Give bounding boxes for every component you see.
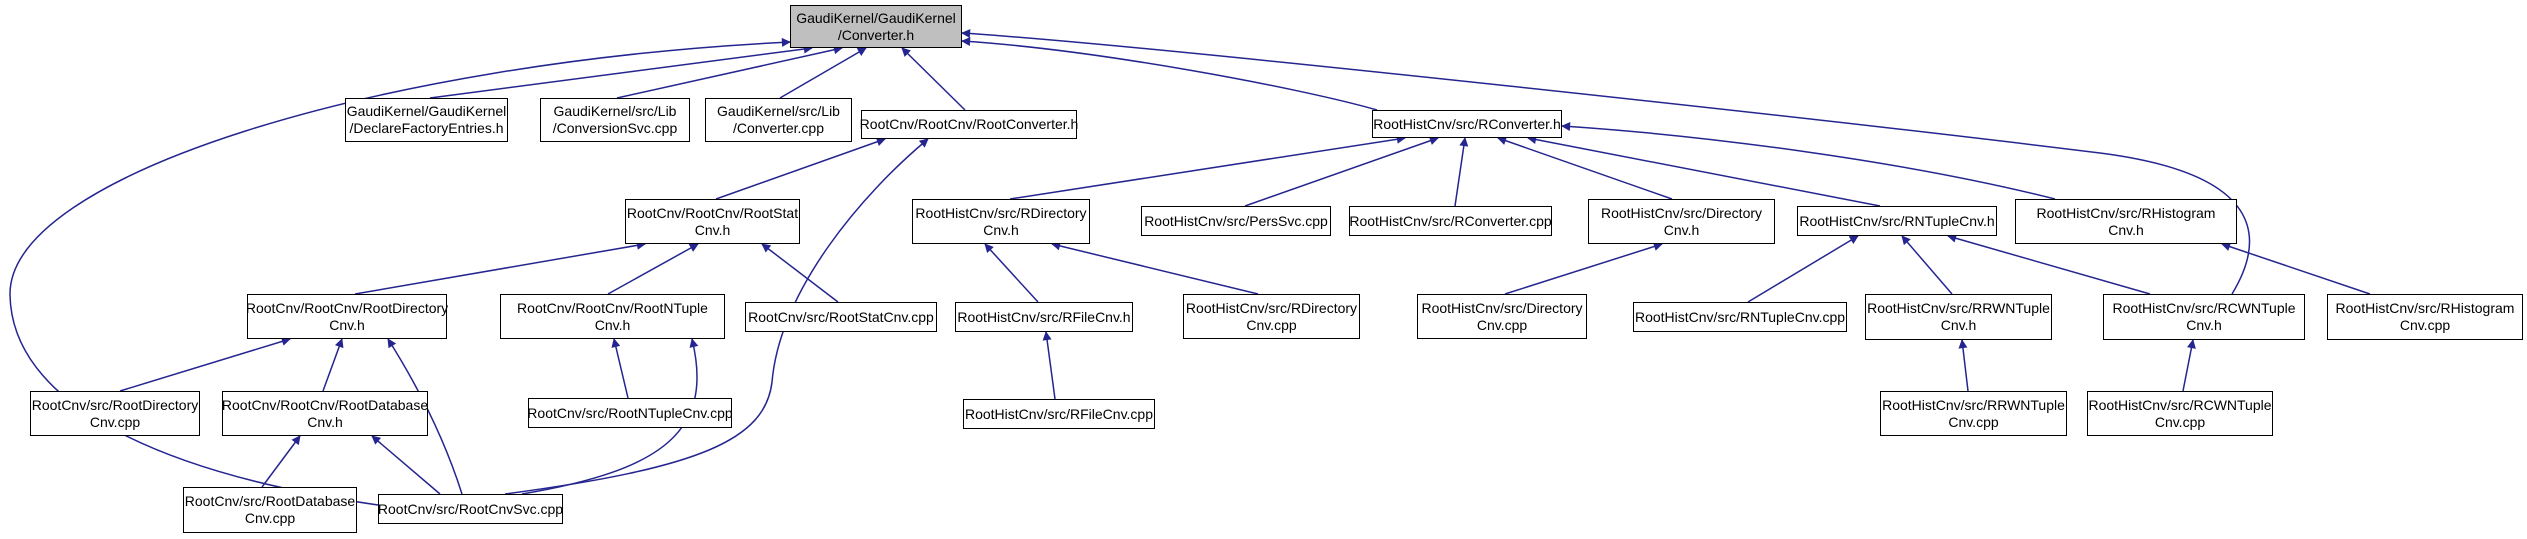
node-converter_cpp[interactable]: GaudiKernel/src/Lib /Converter.cpp (705, 98, 852, 142)
edge-rootdatabasecnv_h-to-rootdirectorycnv_h (322, 338, 344, 392)
node-converter_h: GaudiKernel/GaudiKernel /Converter.h (790, 5, 962, 48)
edge-rdirectorycnv_cpp-to-rdirectorycnv_h (1051, 241, 1259, 295)
edge-rootcnvsvc_cpp-to-rootconverter_h (504, 138, 929, 495)
node-rrwntuplecnv_h[interactable]: RootHistCnv/src/RRWNTuple Cnv.h (1865, 294, 2052, 340)
node-rootdirectorycnv_cpp[interactable]: RootCnv/src/RootDirectory Cnv.cpp (30, 391, 200, 436)
edge-rootcnvsvc_cpp-to-rootdatabasecnv_h (371, 435, 441, 495)
edge-rootdatabasecnv_cpp-to-rootdatabasecnv_h (261, 435, 301, 488)
node-rcwntuplecnv_cpp[interactable]: RootHistCnv/src/RCWNTuple Cnv.cpp (2087, 391, 2273, 436)
edge-rrwntuplecnv_h-to-rntuplecnv_h (1901, 235, 1953, 295)
node-rrwntuplecnv_cpp[interactable]: RootHistCnv/src/RRWNTuple Cnv.cpp (1880, 391, 2067, 436)
node-conversionsvc_cpp[interactable]: GaudiKernel/src/Lib /ConversionSvc.cpp (540, 98, 690, 142)
node-rntuplecnv_h[interactable]: RootHistCnv/src/RNTupleCnv.h (1797, 206, 1997, 236)
edge-rconverter_h-to-converter_h (961, 37, 1378, 111)
node-rootcnvsvc_cpp[interactable]: RootCnv/src/RootCnvSvc.cpp (378, 494, 563, 524)
edge-rootstatcnv_h-to-rootconverter_h (715, 137, 886, 200)
edge-rntuplecnv_h-to-rconverter_h (1527, 135, 1881, 207)
node-perssvc_cpp[interactable]: RootHistCnv/src/PersSvc.cpp (1141, 206, 1331, 236)
node-rootdirectorycnv_h[interactable]: RootCnv/RootCnv/RootDirectory Cnv.h (246, 294, 448, 339)
edge-rntuplecnv_cpp-to-rntuplecnv_h (1747, 235, 1859, 303)
edge-converter_cpp-to-converter_h (779, 47, 867, 99)
edge-rhistogramcnv_cpp-to-rhistogramcnv_h (2221, 242, 2371, 295)
node-rconverter_cpp[interactable]: RootHistCnv/src/RConverter.cpp (1349, 206, 1552, 236)
node-rootstatcnv_h[interactable]: RootCnv/RootCnv/RootStat Cnv.h (625, 199, 800, 244)
edge-conversionsvc_cpp-to-converter_h (616, 45, 843, 99)
node-rootdatabasecnv_h[interactable]: RootCnv/RootCnv/RootDatabase Cnv.h (222, 391, 428, 436)
node-declarefactoryentries_h[interactable]: GaudiKernel/GaudiKernel /DeclareFactoryE… (345, 98, 508, 142)
node-rconverter_h[interactable]: RootHistCnv/src/RConverter.h (1372, 110, 1562, 138)
node-rhistogramcnv_h[interactable]: RootHistCnv/src/RHistogram Cnv.h (2015, 199, 2237, 244)
edge-rfilecnv_cpp-to-rfilecnv_h (1042, 331, 1056, 400)
edge-rootcnvsvc_cpp-to-rootntuplecnv_h (521, 338, 699, 495)
edge-rootconverter_h-to-converter_h (901, 47, 966, 111)
edge-perssvc_cpp-to-rconverter_h (1244, 136, 1439, 207)
node-rdirectorycnv_cpp[interactable]: RootHistCnv/src/RDirectory Cnv.cpp (1183, 294, 1360, 339)
edge-rhistogramcnv_h-to-rconverter_h (1561, 122, 2056, 200)
edge-rootstatcnv_cpp-to-rootstatcnv_h (761, 243, 839, 303)
edge-directorycnv_h-to-rconverter_h (1497, 136, 1673, 200)
edge-rcwntuplecnv_cpp-to-rcwntuplecnv_h (2182, 339, 2196, 392)
node-rootconverter_h[interactable]: RootCnv/RootCnv/RootConverter.h (860, 110, 1078, 139)
node-rootdatabasecnv_cpp[interactable]: RootCnv/src/RootDatabase Cnv.cpp (183, 487, 357, 533)
edge-rdirectorycnv_h-to-rconverter_h (1009, 134, 1406, 200)
node-directorycnv_cpp[interactable]: RootHistCnv/src/Directory Cnv.cpp (1417, 294, 1587, 339)
node-rhistogramcnv_cpp[interactable]: RootHistCnv/src/RHistogram Cnv.cpp (2327, 294, 2523, 340)
node-rootstatcnv_cpp[interactable]: RootCnv/src/RootStatCnv.cpp (745, 302, 937, 332)
edge-directorycnv_cpp-to-directorycnv_h (1504, 242, 1663, 295)
edge-rootcnvsvc_cpp-to-rootdirectorycnv_h (387, 338, 463, 495)
node-directorycnv_h[interactable]: RootHistCnv/src/Directory Cnv.h (1588, 199, 1775, 244)
edge-rcwntuplecnv_h-to-rntuplecnv_h (1947, 233, 2151, 295)
edge-rootntuplecnv_h-to-rootstatcnv_h (607, 243, 699, 295)
edge-rfilecnv_h-to-rdirectorycnv_h (984, 243, 1039, 303)
node-rdirectorycnv_h[interactable]: RootHistCnv/src/RDirectory Cnv.h (912, 199, 1090, 244)
edge-rootdirectorycnv_cpp-to-rootdirectorycnv_h (119, 337, 291, 392)
edge-rrwntuplecnv_cpp-to-rrwntuplecnv_h (1958, 339, 1969, 392)
edge-rootcnvsvc_cpp-to-converter_h (9, 37, 791, 506)
node-rfilecnv_cpp[interactable]: RootHistCnv/src/RFileCnv.cpp (963, 399, 1155, 429)
node-rootntuplecnv_cpp[interactable]: RootCnv/src/RootNTupleCnv.cpp (527, 398, 733, 428)
node-rootntuplecnv_h[interactable]: RootCnv/RootCnv/RootNTuple Cnv.h (500, 294, 725, 339)
node-rntuplecnv_cpp[interactable]: RootHistCnv/src/RNTupleCnv.cpp (1633, 302, 1847, 332)
node-rcwntuplecnv_h[interactable]: RootHistCnv/src/RCWNTuple Cnv.h (2103, 294, 2305, 340)
edge-rcwntuplecnv_h-to-converter_h (961, 29, 2251, 295)
edge-rootdirectorycnv_h-to-rootstatcnv_h (354, 240, 646, 295)
edge-rootntuplecnv_cpp-to-rootntuplecnv_h (611, 338, 629, 399)
node-rfilecnv_h[interactable]: RootHistCnv/src/RFileCnv.h (955, 302, 1133, 332)
edge-rconverter_cpp-to-rconverter_h (1454, 137, 1469, 207)
edge-declarefactoryentries_h-to-converter_h (429, 44, 813, 99)
